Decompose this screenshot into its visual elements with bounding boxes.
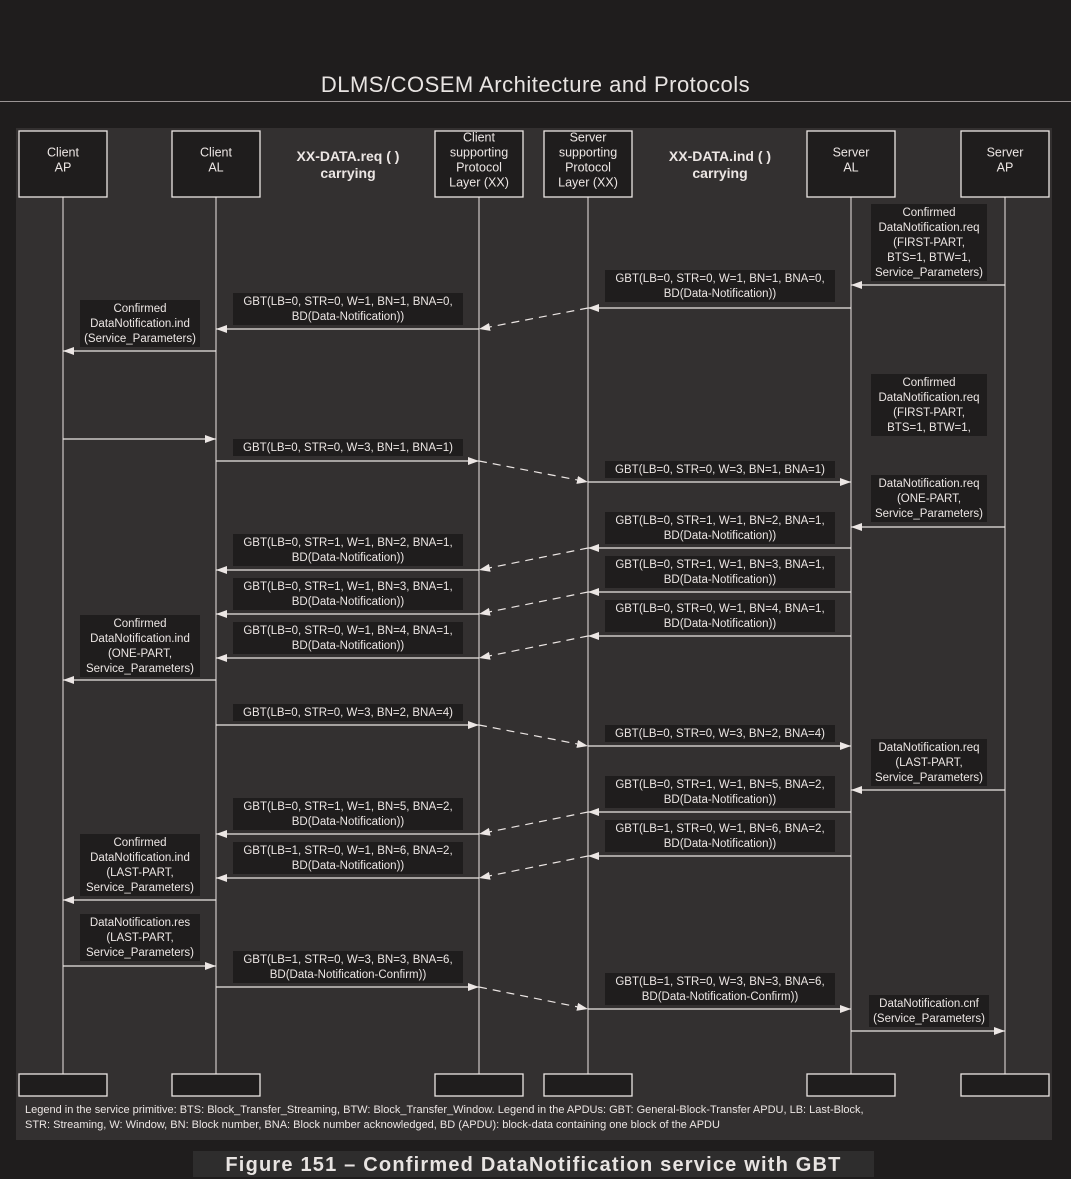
label-ind2-bg [80, 615, 200, 677]
label-c-gbt4: GBT(LB=0, STR=0, W=1, BN=4, BNA=1,BD(Dat… [243, 625, 452, 652]
label-cnf1: DataNotification.cnf(Service_Parameters) [873, 998, 985, 1025]
server-xx-footer-box [543, 1073, 633, 1097]
server-al-footer-box [806, 1073, 896, 1097]
label-s-gbt4: GBT(LB=0, STR=0, W=1, BN=4, BNA=1,BD(Dat… [615, 603, 824, 630]
arrow-net-2 [478, 460, 589, 484]
label-res1-bg [80, 914, 200, 961]
arrow-net-6 [478, 724, 589, 748]
label-c-gbt5: GBT(LB=0, STR=1, W=1, BN=5, BNA=2,BD(Dat… [243, 801, 452, 828]
label-s-gbt-confirm-bg [605, 973, 835, 1005]
label-req4: DataNotification.req(LAST-PART,Service_P… [875, 742, 983, 784]
client-ap-footer-box [18, 1073, 108, 1097]
label-req3-bg [871, 475, 987, 522]
client-al-footer-box [171, 1073, 261, 1097]
label-c-gbt4-bg [233, 622, 463, 654]
label-c-gbt1: GBT(LB=0, STR=0, W=1, BN=1, BNA=0,BD(Dat… [243, 296, 452, 323]
ind-heading: XX-DATA.ind ( )carrying [669, 148, 771, 181]
client-al-box [171, 130, 261, 198]
legend-line-2: STR: Streaming, W: Window, BN: Block num… [25, 1119, 720, 1131]
label-ind1-bg [80, 300, 200, 347]
label-s-gbt1-bg [605, 270, 835, 302]
header-rule [0, 101, 1071, 102]
arrow-net-5 [478, 635, 589, 660]
label-c-gbt-ack1: GBT(LB=0, STR=0, W=3, BN=1, BNA=1) [243, 442, 453, 454]
label-c-gbt3-bg [233, 578, 463, 610]
label-ind3-bg [80, 834, 200, 896]
label-c-gbt5-bg [233, 798, 463, 830]
label-s-gbt1: GBT(LB=0, STR=0, W=1, BN=1, BNA=0,BD(Dat… [615, 273, 824, 300]
label-s-gbt2-bg [605, 512, 835, 544]
label-c-gbt-confirm: GBT(LB=1, STR=0, W=3, BN=3, BNA=6,BD(Dat… [243, 954, 452, 981]
legend-line-1: Legend in the service primitive: BTS: Bl… [25, 1104, 864, 1116]
label-c-gbt-confirm-bg [233, 951, 463, 983]
label-req2-bg [871, 374, 987, 436]
legend: Legend in the service primitive: BTS: Bl… [25, 1103, 1025, 1133]
arrow-net-7 [478, 811, 589, 836]
label-c-gbt-ack1-bg [233, 439, 463, 456]
label-c-gbt2-bg [233, 534, 463, 566]
req-heading: XX-DATA.req ( )carrying [297, 148, 400, 181]
label-c-gbt-ack2: GBT(LB=0, STR=0, W=3, BN=2, BNA=4) [243, 707, 453, 719]
arrow-net-3 [478, 547, 589, 572]
label-req1-bg [871, 204, 987, 281]
label-s-gbt5: GBT(LB=0, STR=1, W=1, BN=5, BNA=2,BD(Dat… [615, 779, 824, 806]
figure-caption: Figure 151 – Confirmed DataNotification … [193, 1151, 874, 1177]
label-s-gbt4-bg [605, 600, 835, 632]
arrow-net-8 [478, 855, 589, 880]
label-s-gbt3: GBT(LB=0, STR=1, W=1, BN=3, BNA=1,BD(Dat… [615, 559, 824, 586]
label-s-gbt-ack1: GBT(LB=0, STR=0, W=3, BN=1, BNA=1) [615, 464, 825, 476]
label-cnf1-bg [869, 995, 989, 1027]
label-s-gbt5-bg [605, 776, 835, 808]
label-c-gbt2: GBT(LB=0, STR=1, W=1, BN=2, BNA=1,BD(Dat… [243, 537, 452, 564]
label-s-gbt6-bg [605, 820, 835, 852]
label-c-gbt-ack2-bg [233, 704, 463, 721]
label-c-gbt1-bg [233, 293, 463, 325]
label-s-gbt6: GBT(LB=1, STR=0, W=1, BN=6, BNA=2,BD(Dat… [615, 823, 824, 850]
label-s-gbt-ack2: GBT(LB=0, STR=0, W=3, BN=2, BNA=4) [615, 728, 825, 740]
page-header-title: DLMS/COSEM Architecture and Protocols [320, 72, 751, 97]
label-s-gbt-ack2-bg [605, 725, 835, 742]
label-req3: DataNotification.req(ONE-PART,Service_Pa… [875, 478, 983, 520]
label-req4-bg [871, 739, 987, 786]
arrow-net-4 [478, 591, 589, 616]
server-ap-footer-box [960, 1073, 1050, 1097]
label-c-gbt6: GBT(LB=1, STR=0, W=1, BN=6, BNA=2,BD(Dat… [243, 845, 452, 872]
label-s-gbt-confirm: GBT(LB=1, STR=0, W=3, BN=3, BNA=6,BD(Dat… [615, 976, 824, 1003]
client-xx-footer-box [434, 1073, 524, 1097]
client-ap-box [18, 130, 108, 198]
label-s-gbt-ack1-bg [605, 461, 835, 478]
arrow-net-1 [478, 307, 589, 331]
label-s-gbt2: GBT(LB=0, STR=1, W=1, BN=2, BNA=1,BD(Dat… [615, 515, 824, 542]
label-c-gbt6-bg [233, 842, 463, 874]
label-res1: DataNotification.res(LAST-PART,Service_P… [86, 917, 194, 959]
label-s-gbt3-bg [605, 556, 835, 588]
arrow-net-9 [478, 986, 589, 1011]
server-ap-box [960, 130, 1050, 198]
client-xx-box [434, 130, 524, 198]
server-al-box [806, 130, 896, 198]
label-c-gbt3: GBT(LB=0, STR=1, W=1, BN=3, BNA=1,BD(Dat… [243, 581, 452, 608]
